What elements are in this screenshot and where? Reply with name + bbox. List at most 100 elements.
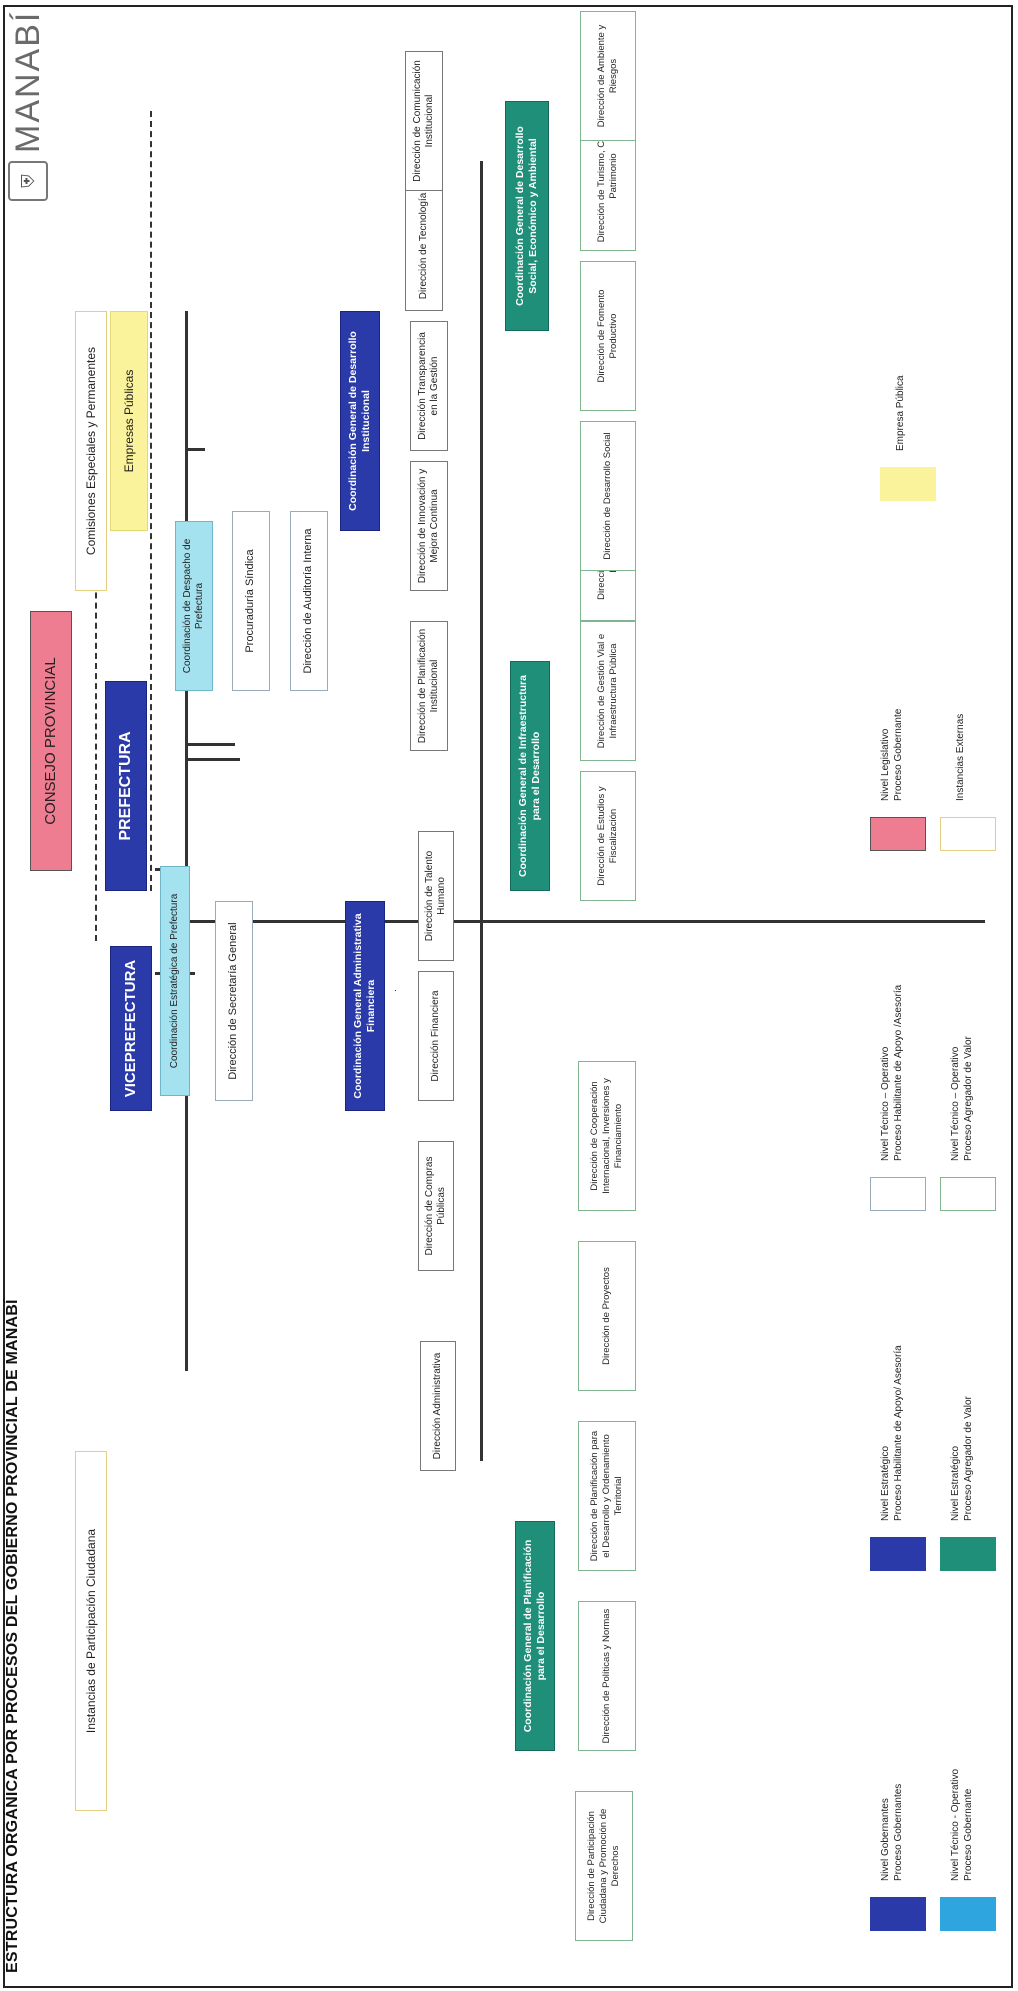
empresas-label: Empresas Públicas [121,369,136,473]
coord-estrategica-label: Coordinación Estratégica de Prefectura [168,893,180,1069]
social-item: Dirección de Desarrollo Social [580,421,636,571]
coord-admin-financiera: Coordinación General Administrativa Fina… [345,901,385,1111]
institucional-item: Dirección de Comunicación Institucional [405,51,443,191]
admin-item: Dirección Administrativa [420,1341,456,1471]
connector [185,448,205,451]
viceprefectura-label: VICEPREFECTURA [121,959,139,1098]
infraestructura-item: Dirección de Estudios y Fiscalización [580,771,636,901]
coord-planificacion: Coordinación General de Planificación pa… [515,1521,555,1751]
institucional-item-label: Dirección de Tecnología [417,192,429,300]
coord-planificacion-label: Coordinación General de Planificación pa… [521,1539,547,1733]
planificacion-item-label: Dirección de Políticas y Normas [601,1608,613,1744]
viceprefectura: VICEPREFECTURA [110,946,152,1111]
prefectura-label: PREFECTURA [117,731,134,841]
main-horizontal [185,311,188,1371]
consejo-provincial: CONSEJO PROVINCIAL [30,611,72,871]
institucional-item: Dirección de Planificación Institucional [410,621,448,751]
infraestructura-item: Dirección de Gestión Vial e Infraestruct… [580,621,636,761]
institucional-item: Dirección de Tecnología [405,181,443,311]
coord-social-label: Coordinación General de Desarrollo Socia… [513,126,539,306]
social-item-label: Dirección de Desarrollo Social [602,432,614,560]
social-item: Dirección de Fomento Productivo [580,261,636,411]
institucional-item: Dirección Transparencia en la Gestión [410,321,448,451]
coord-institucional-label: Coordinación General de Desarrollo Insti… [346,331,372,511]
comisiones: Comisiones Especiales y Permanentes [75,311,107,591]
legend-swatch-tecnico-habilitante [870,1177,926,1211]
legend-swatch-nivel-gobernantes [870,1897,926,1931]
legend-swatch-tecnico-agregador [940,1177,996,1211]
seal-icon: ⛨ [8,161,48,201]
institucional-item-label: Dirección de Comunicación Institucional [411,60,436,182]
coord-infraestructura-label: Coordinación General de Infraestructura … [516,675,542,877]
consejo-label: CONSEJO PROVINCIAL [41,657,59,825]
coord-despacho: Coordinación de Despacho de Prefectura [175,521,213,691]
legend-swatch-tecnico-operativo-gobernante [940,1897,996,1931]
planificacion-item-label: Dirección de Participación Ciudadana y P… [586,1808,621,1924]
infraestructura-item-label: Dirección de Gestión Vial e Infraestruct… [596,633,619,749]
prefectura: PREFECTURA [105,681,147,891]
logo-text: MANABÍ [8,10,47,153]
planificacion-item-label: Dirección de Cooperación Internacional, … [589,1078,624,1194]
secretaria-general: Dirección de Secretaría General [215,901,253,1101]
coord-infraestructura: Coordinación General de Infraestructura … [510,661,550,891]
social-item-label: Dirección de Ambiente y Riesgos [596,24,619,128]
planificacion-item: Dirección de Proyectos [578,1241,636,1391]
admin-item-label: Dirección Administrativa [431,1352,443,1460]
planificacion-item: Dirección de Participación Ciudadana y P… [575,1791,633,1941]
admin-item: Dirección de Talento Humano [418,831,454,961]
logo: ⛨ MANABÍ [8,11,48,201]
procuraduria: Procuraduría Síndica [232,511,270,691]
admin-item-label: Dirección de Talento Humano [423,850,448,942]
instancias-participacion: Instancias de Participación Ciudadana [75,1451,107,1811]
institucional-item-label: Dirección de Planificación Institucional [416,628,441,744]
admin-item-label: Dirección de Compras Públicas [423,1156,448,1256]
secretaria-label: Dirección de Secretaría General [227,922,240,1080]
legend-swatch-estrategico-habilitante [870,1537,926,1571]
comisiones-label: Comisiones Especiales y Permanentes [83,346,98,556]
legend-swatch-legislativo [870,817,926,851]
institucional-item: Dirección de Innovación y Mejora Continu… [410,461,448,591]
admin-item-label: Dirección Financiera [429,990,441,1082]
coord-desarrollo-institucional: Coordinación General de Desarrollo Insti… [340,311,380,531]
institucional-item-label: Dirección de Innovación y Mejora Continu… [416,468,441,584]
empresas-publicas: Empresas Públicas [110,311,148,531]
instancias-label: Instancias de Participación Ciudadana [83,1528,98,1734]
coord-despacho-label: Coordinación de Despacho de Prefectura [181,538,206,674]
social-item: Dirección de Ambiente y Riesgos [580,11,636,141]
coord-estrategica: Coordinación Estratégica de Prefectura [160,866,190,1096]
trunk-branch [395,990,396,991]
dashed-connector-mid [150,111,152,891]
connector [185,743,235,746]
connector [185,758,240,761]
planificacion-item: Dirección de Cooperación Internacional, … [578,1061,636,1211]
branch-lower [480,161,483,1461]
legend-swatch-estrategico-agregador [940,1537,996,1571]
institucional-item-label: Dirección Transparencia en la Gestión [416,332,441,440]
planificacion-item: Dirección de Planificación para el Desar… [578,1421,636,1571]
planificacion-item: Dirección de Políticas y Normas [578,1601,636,1751]
social-item-label: Dirección de Fomento Productivo [596,289,619,383]
legend-text: Instancias Externas [955,713,966,801]
page-title: ESTRUCTURA ORGÁNICA POR PROCESOS DEL GOB… [4,1299,21,1973]
planificacion-item-label: Dirección de Proyectos [601,1267,613,1365]
trunk-vertical [185,920,985,923]
legend-swatch-empresa-publica [880,467,936,501]
admin-item: Dirección Financiera [418,971,454,1101]
infraestructura-item-label: Dirección de Estudios y Fiscalización [596,786,619,886]
auditoria: Dirección de Auditoría Interna [290,511,328,691]
auditoria-label: Dirección de Auditoría Interna [302,528,315,674]
coord-admin-label: Coordinación General Administrativa Fina… [351,913,377,1099]
admin-item: Dirección de Compras Públicas [418,1141,454,1271]
legend-swatch-instancias-externas [940,817,996,851]
coord-social: Coordinación General de Desarrollo Socia… [505,101,549,331]
procuraduria-label: Procuraduría Síndica [244,549,257,653]
planificacion-item-label: Dirección de Planificación para el Desar… [589,1430,624,1562]
